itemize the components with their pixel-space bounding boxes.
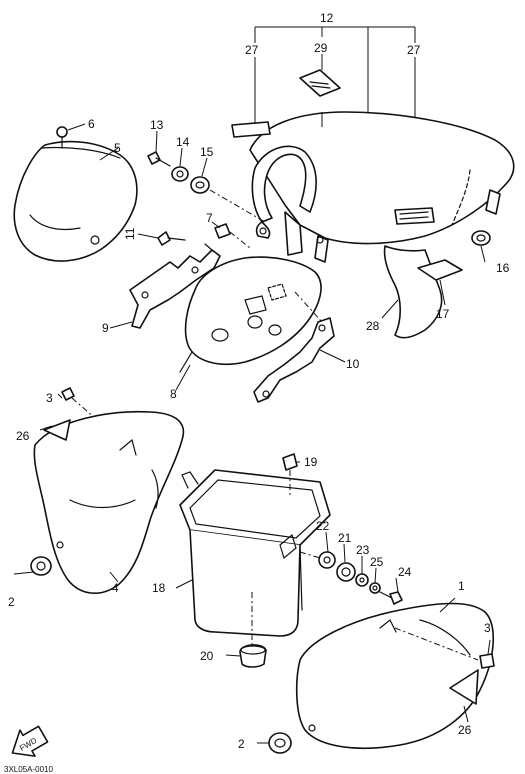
callout-3-right: 3 <box>484 621 491 635</box>
callout-28: 28 <box>366 319 380 333</box>
leader-lines <box>13 123 491 744</box>
callout-29: 29 <box>314 41 328 55</box>
callout-6: 6 <box>88 117 95 131</box>
bolt-3-right <box>394 627 495 669</box>
callout-2-right: 2 <box>238 737 245 751</box>
damper-20 <box>239 644 267 668</box>
grommet-15 <box>190 176 210 194</box>
bolt-24 <box>379 591 403 605</box>
callout-2-left: 2 <box>8 595 15 609</box>
rear-cover-5 <box>13 140 138 262</box>
callout-24: 24 <box>398 565 412 579</box>
grommet-2-right <box>268 732 292 754</box>
collar-14 <box>171 166 189 182</box>
callout-19: 19 <box>304 455 318 469</box>
washer-23 <box>355 573 369 587</box>
drawing-code: 3XL05A-0010 <box>4 765 53 774</box>
callout-10: 10 <box>346 357 360 371</box>
callout-4: 4 <box>112 581 119 595</box>
callout-13: 13 <box>150 118 164 132</box>
bracket-10 <box>253 291 335 403</box>
callout-1: 1 <box>458 579 465 593</box>
callout-25: 25 <box>370 555 384 569</box>
cover-8 <box>179 256 322 373</box>
callout-17: 17 <box>436 307 450 321</box>
callout-15: 15 <box>200 145 214 159</box>
callout-5: 5 <box>114 141 121 155</box>
callout-16: 16 <box>496 261 510 275</box>
callout-27-right: 27 <box>407 43 421 57</box>
callout-7: 7 <box>206 211 213 225</box>
bracket-9 <box>129 243 221 329</box>
clip-19 <box>282 453 298 495</box>
callout-18: 18 <box>152 581 166 595</box>
callout-26-right: 26 <box>458 723 472 737</box>
washer-25 <box>369 582 381 594</box>
lower-cover-28 <box>383 245 443 339</box>
screw-6 <box>56 126 68 149</box>
callout-22: 22 <box>316 519 330 533</box>
callout-11: 11 <box>123 227 137 240</box>
bolt-11 <box>157 231 186 246</box>
callout-3-upper: 3 <box>46 391 53 405</box>
emblem-17 <box>417 259 463 281</box>
side-cover-1 <box>295 602 494 750</box>
callout-12: 12 <box>320 11 334 25</box>
emblem-26-right <box>449 669 479 705</box>
fuel-tank-cover <box>249 111 515 263</box>
grommet-2-left <box>30 556 52 576</box>
grommet-21 <box>336 562 356 582</box>
battery-box-18 <box>179 469 331 645</box>
decal-29 <box>299 69 341 97</box>
callout-14: 14 <box>176 135 190 149</box>
grommet-16 <box>471 230 491 246</box>
bolt-13 <box>147 151 171 167</box>
emblem-26-left <box>43 419 71 441</box>
callout-26-left: 26 <box>16 429 30 443</box>
side-panel-4 <box>33 410 185 594</box>
collar-22 <box>318 551 336 569</box>
callout-20: 20 <box>200 649 214 663</box>
callout-27-left: 27 <box>245 43 259 57</box>
callout-labels: 12 27 29 27 6 5 13 14 15 7 11 9 8 10 17 … <box>8 11 510 751</box>
callout-23: 23 <box>356 543 370 557</box>
decal-27 <box>231 121 271 138</box>
callout-9: 9 <box>102 321 109 335</box>
callout-8: 8 <box>170 387 177 401</box>
callout-21: 21 <box>338 531 352 545</box>
front-direction-arrow: FWD <box>11 725 49 757</box>
